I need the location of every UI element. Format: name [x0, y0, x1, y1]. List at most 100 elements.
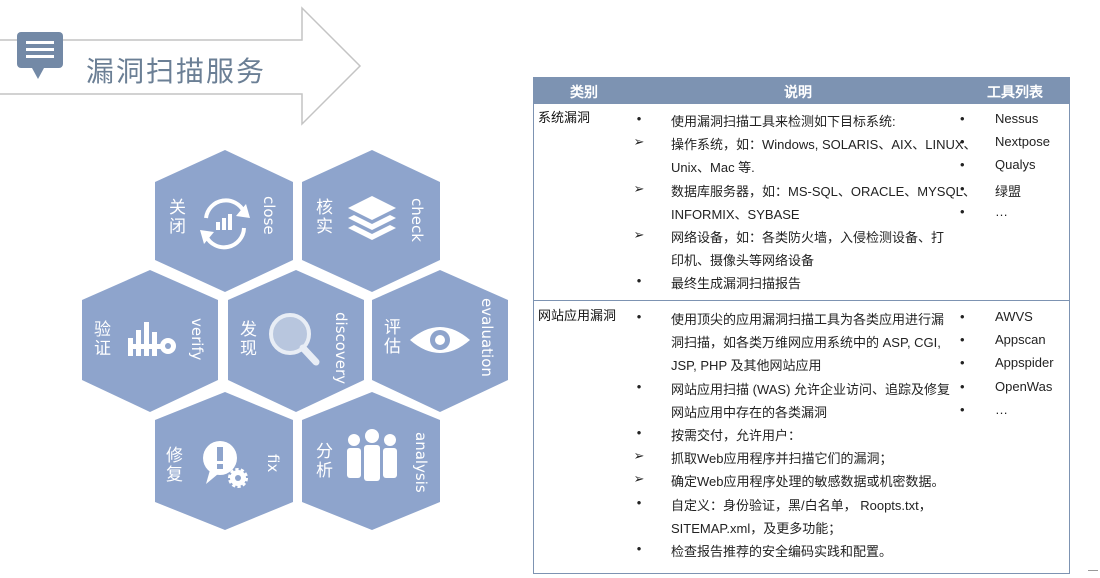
hex-label-fix-en: fix: [264, 454, 282, 473]
bullet-icon: •: [960, 180, 965, 196]
description-line: • 按需交付，允许用户：: [534, 425, 1069, 448]
bullet-icon: •: [960, 309, 965, 324]
tool-item: •…: [534, 204, 1069, 227]
description-text: 网站应用中存在的各类漏洞: [671, 404, 828, 420]
layers-icon: [348, 196, 396, 240]
description-line: • 最终生成漏洞扫描报告: [534, 273, 1069, 296]
tool-item: • 绿盟: [534, 181, 1069, 204]
bullet-icon: •: [960, 332, 965, 348]
description-line: ➢ 网络设备，如：各类防火墙，入侵检测设备、打: [534, 227, 1069, 250]
tool-item: • OpenWas: [534, 379, 1069, 402]
hex-label-discovery-cn: 发现: [236, 320, 256, 358]
bullet-icon: •: [960, 203, 965, 219]
table-header: 类别 说明 工具列表: [534, 78, 1069, 104]
description-line: ➢ 操作系统，如：Windows, SOLARIS、AIX、LINUX、: [534, 134, 1069, 157]
description-line: • 使用漏洞扫描工具来检测如下目标系统:: [534, 111, 1069, 134]
tool-name: …: [995, 401, 1008, 417]
description-line: 洞扫描，如各类万维网应用系统中的 ASP, CGI,: [534, 332, 1069, 355]
bullet-icon: •: [636, 425, 642, 440]
bullet-icon: •: [960, 401, 965, 417]
tool-item: • Qualys: [534, 157, 1069, 180]
bullet-icon: •: [960, 378, 965, 394]
description-line: • 使用顶尖的应用漏洞扫描工具为各类应用进行漏: [534, 309, 1069, 332]
arrow-bullet-icon: ➢: [633, 448, 645, 464]
bullet-icon: •: [636, 541, 642, 556]
tool-item: •…: [534, 402, 1069, 425]
hex-label-verify-en: verify: [188, 318, 206, 361]
tool-item: •Appspider: [534, 355, 1069, 378]
description-text: INFORMIX、SYBASE: [671, 206, 800, 222]
chat-bubble-icon: [17, 32, 63, 79]
hex-label-evaluation-cn: 评估: [380, 318, 400, 356]
bullet-icon: •: [636, 111, 642, 126]
description-line: 网站应用中存在的各类漏洞: [534, 402, 1069, 425]
description-text: 最终生成漏洞扫描报告: [671, 276, 802, 292]
description-text: 网络设备，如：各类防火墙，入侵检测设备、打: [671, 230, 945, 245]
hex-label-close-en: close: [260, 196, 278, 235]
description-text: 抓取Web应用程序并扫描它们的漏洞；: [671, 451, 893, 467]
hex-label-evaluation-en: evaluation: [478, 298, 496, 377]
description-line: JSP, PHP 及其他网站应用: [534, 355, 1069, 378]
bullet-icon: •: [960, 157, 965, 173]
description-line: ➢ 抓取Web应用程序并扫描它们的漏洞；: [534, 448, 1069, 471]
tool-item: • AWVS: [534, 309, 1069, 332]
tool-name: Nextpose: [995, 134, 1050, 150]
hex-label-analysis-en: analysis: [412, 432, 430, 493]
key-chart-icon: [128, 322, 176, 356]
tool-item: • Nessus: [534, 111, 1069, 134]
tool-name: Qualys: [995, 157, 1036, 173]
category-label: 系统漏洞: [538, 110, 591, 125]
bullet-icon: •: [636, 494, 642, 510]
tool-name: 绿盟: [995, 183, 1022, 199]
arrow-bullet-icon: ➢: [633, 134, 645, 150]
description-text: JSP, PHP 及其他网站应用: [671, 358, 822, 374]
category-label: 网站应用漏洞: [538, 308, 617, 323]
hex-label-analysis-cn: 分析: [312, 442, 332, 480]
description-line: ➢数据库服务器，如：MS-SQL、ORACLE、MYSQL、: [534, 181, 1069, 204]
header-tools: 工具列表: [987, 84, 1043, 100]
bullet-icon: •: [636, 309, 642, 324]
description-text: Unix、Mac 等.: [671, 160, 755, 176]
header-description: 说明: [784, 84, 812, 100]
bullet-icon: •: [636, 273, 642, 289]
hex-label-close-cn: 关闭: [165, 198, 185, 236]
tool-item: •Appscan: [534, 332, 1069, 355]
tool-name: …: [995, 203, 1008, 219]
title-banner: [0, 6, 362, 126]
description-text: SITEMAP.xml，及更多功能；: [671, 520, 842, 536]
magnifier-icon: [269, 313, 320, 366]
header-category: 类别: [570, 84, 598, 100]
description-line: 印机、摄像头等网络设备: [534, 250, 1069, 273]
hex-label-check-en: check: [408, 198, 426, 242]
hex-check: [302, 150, 440, 292]
arrow-bullet-icon: ➢: [633, 471, 645, 487]
tool-name: AWVS: [995, 309, 1033, 324]
description-text: 数据库服务器，如：MS-SQL、ORACLE、MYSQL、: [671, 183, 976, 199]
hex-diagram: [82, 150, 508, 530]
bullet-icon: •: [960, 111, 965, 126]
tool-name: OpenWas: [995, 378, 1053, 394]
description-line: Unix、Mac 等.: [534, 157, 1069, 180]
tool-name: Nessus: [995, 111, 1039, 126]
description-line: • 自定义：身份验证，黑/白名单， Roopts.txt，: [534, 495, 1069, 518]
description-text: 使用顶尖的应用漏洞扫描工具为各类应用进行漏: [671, 312, 945, 327]
description-line: •检查报告推荐的安全编码实践和配置。: [534, 541, 1069, 564]
alert-gear-icon: [203, 441, 248, 488]
page-title: 漏洞扫描服务: [86, 55, 267, 88]
bullet-icon: •: [636, 378, 642, 394]
description-text: 自定义：身份验证，黑/白名单， Roopts.txt，: [671, 497, 932, 513]
description-text: 使用漏洞扫描工具来检测如下目标系统:: [671, 114, 896, 129]
description-text: 网站应用扫描 (WAS) 允许企业访问、追踪及修复: [671, 381, 951, 397]
tool-name: Appspider: [995, 355, 1054, 371]
eye-icon: [410, 327, 470, 353]
bullet-icon: •: [960, 134, 965, 150]
description-text: 操作系统，如：Windows, SOLARIS、AIX、LINUX、: [671, 137, 977, 153]
description-line: • 网站应用扫描 (WAS) 允许企业访问、追踪及修复: [534, 379, 1069, 402]
section-divider: [534, 300, 1069, 301]
description-text: 按需交付，允许用户：: [671, 428, 802, 443]
team-icon: [347, 429, 397, 481]
description-line: INFORMIX、SYBASE: [534, 204, 1069, 227]
hex-label-fix-cn: 修复: [162, 446, 182, 484]
corner-mark: [1088, 570, 1098, 571]
arrow-bullet-icon: ➢: [633, 227, 645, 242]
